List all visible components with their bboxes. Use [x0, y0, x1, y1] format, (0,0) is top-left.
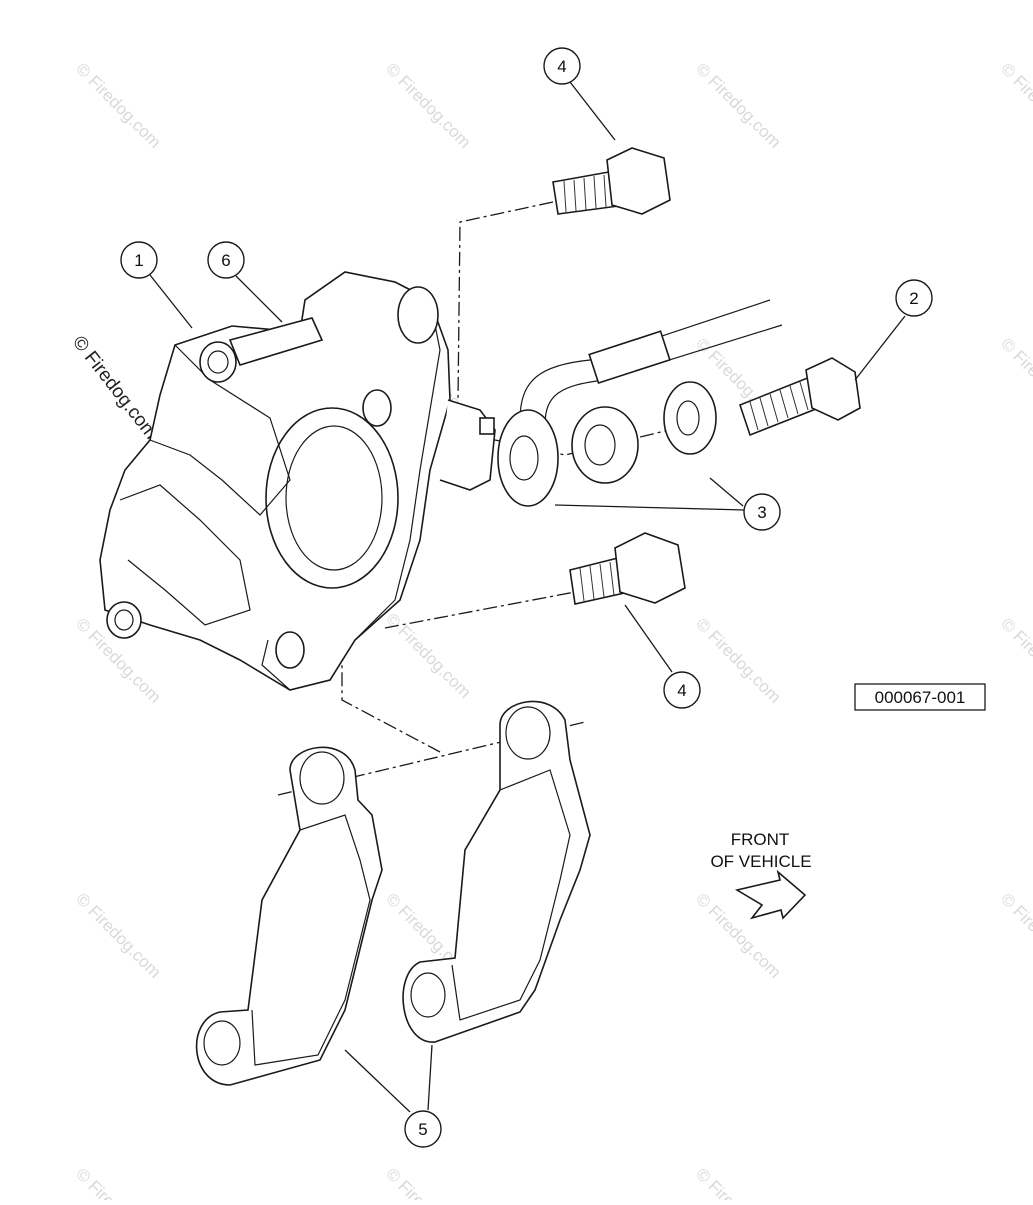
callout-1: 1 — [120, 241, 158, 279]
brake-caliper — [99, 271, 496, 691]
leader-lines — [149, 81, 906, 1113]
watermark-prominent: © Firedog.com — [68, 332, 161, 443]
watermark: © Firedog.com — [997, 889, 1033, 981]
banjo-bolt — [739, 357, 861, 437]
callout-2: 2 — [895, 279, 933, 317]
callout-number: 3 — [757, 503, 766, 522]
callout-number: 1 — [134, 251, 143, 270]
watermark: © Firedog.com — [997, 334, 1033, 426]
callout-number: 6 — [221, 251, 230, 270]
watermark: © Firedog.com — [72, 59, 164, 151]
callout-number: 4 — [557, 57, 566, 76]
watermark: © Firedog.com — [382, 609, 474, 701]
front-label-line2: OF VEHICLE — [710, 852, 811, 871]
callout-4-top: 4 — [543, 47, 581, 85]
brake-pad-right — [402, 700, 591, 1043]
brake-pad-left — [195, 746, 383, 1086]
watermark: © Firedog.com — [997, 614, 1033, 706]
front-direction-arrow — [734, 869, 807, 920]
brake-line — [519, 299, 783, 426]
watermark: © Firedog.com — [382, 59, 474, 151]
watermark: © Firedog.com — [692, 1164, 784, 1200]
callout-5: 5 — [404, 1110, 442, 1148]
mounting-bolt-lower — [569, 532, 686, 605]
watermark: © Firedog.com — [382, 1164, 474, 1200]
reference-code-box: 000067-001 — [854, 683, 986, 711]
callout-6: 6 — [207, 241, 245, 279]
watermark: © Firedog.com — [692, 614, 784, 706]
watermark: © Firedog.com — [997, 59, 1033, 151]
callout-number: 2 — [909, 289, 918, 308]
callout-4-bottom: 4 — [663, 671, 701, 709]
front-label-line1: FRONT — [731, 830, 790, 849]
watermark: © Firedog.com — [72, 889, 164, 981]
watermark: © Firedog.com — [692, 59, 784, 151]
callout-number: 5 — [418, 1120, 427, 1139]
reference-code: 000067-001 — [875, 688, 966, 707]
callout-3: 3 — [743, 493, 781, 531]
mounting-bolt-upper — [552, 147, 671, 215]
watermark: © Firedog.com — [72, 1164, 164, 1200]
callout-number: 4 — [677, 681, 686, 700]
banjo-washers — [497, 381, 717, 507]
